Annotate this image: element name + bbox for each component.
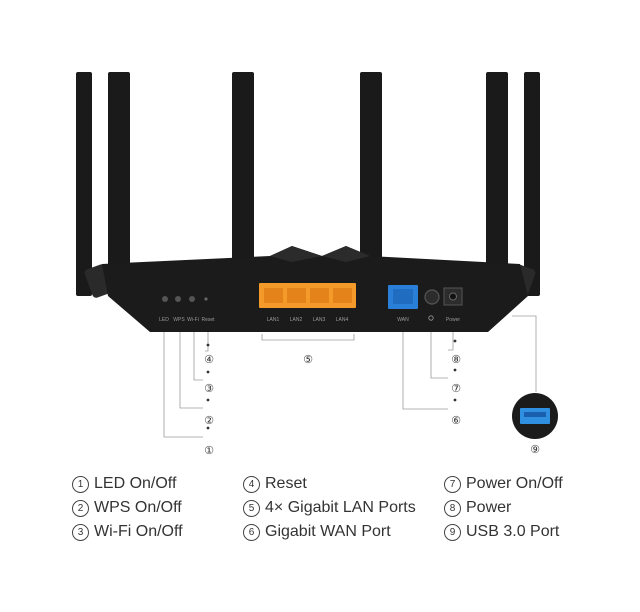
antenna bbox=[232, 72, 254, 296]
reset-hole bbox=[204, 297, 208, 301]
antenna bbox=[360, 72, 382, 296]
callout-1: ① bbox=[204, 444, 214, 457]
callout-9: ⑨ bbox=[530, 443, 540, 456]
label-wan: WAN bbox=[397, 317, 409, 323]
usb-inset bbox=[512, 393, 558, 439]
label-power: Power bbox=[446, 317, 461, 323]
callout-8: ⑧ bbox=[451, 353, 461, 366]
leader-lines bbox=[163, 315, 537, 438]
antenna bbox=[76, 72, 92, 296]
label-wifi: Wi-Fi bbox=[187, 317, 199, 323]
label-lan2: LAN2 bbox=[290, 317, 303, 323]
label-lan3: LAN3 bbox=[313, 317, 326, 323]
label-lan4: LAN4 bbox=[336, 317, 349, 323]
led-button bbox=[162, 296, 168, 302]
antenna bbox=[108, 72, 130, 296]
antennas bbox=[76, 72, 540, 296]
callout-4: ④ bbox=[204, 353, 214, 366]
antenna bbox=[486, 72, 508, 296]
wps-button bbox=[175, 296, 181, 302]
label-wps: WPS bbox=[173, 317, 185, 323]
power-button bbox=[424, 289, 440, 305]
label-reset: Reset bbox=[201, 317, 215, 323]
antenna bbox=[524, 72, 540, 296]
callout-7: ⑦ bbox=[451, 382, 461, 395]
buttons bbox=[162, 296, 208, 302]
lan-ports bbox=[259, 283, 356, 308]
callout-5: ⑤ bbox=[303, 353, 313, 366]
callout-2: ② bbox=[204, 414, 214, 427]
callout-6: ⑥ bbox=[451, 414, 461, 427]
label-led: LED bbox=[159, 317, 169, 323]
wan-port bbox=[388, 285, 418, 309]
callout-3: ③ bbox=[204, 382, 214, 395]
label-lan1: LAN1 bbox=[267, 317, 280, 323]
router-diagram: LED WPS Wi-Fi Reset LAN1 LAN2 LAN3 LAN4 … bbox=[76, 72, 558, 457]
wifi-button bbox=[189, 296, 195, 302]
